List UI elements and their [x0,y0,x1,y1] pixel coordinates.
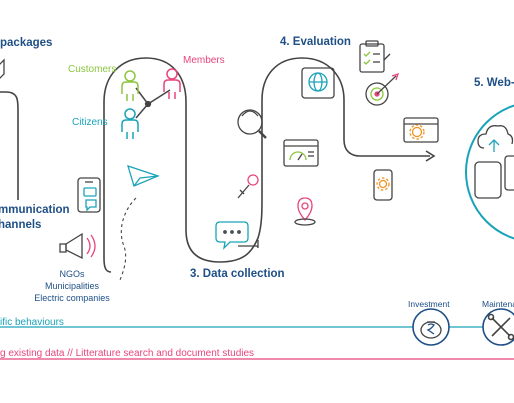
user-search-icon [237,109,267,139]
actor-citizens-label: Citizens [72,117,108,128]
web-circle [465,104,514,240]
actor-customers-label: Customers [68,64,117,75]
stage-communication-label: mmunication hannels [0,204,70,231]
process-path-main [103,57,430,273]
megaphone-icon [59,232,96,260]
tools-icon [482,308,514,346]
clipboard-checklist-icon [359,40,391,73]
target-arrow-icon [365,72,400,106]
stage-web-label: 5. Web- [474,77,514,89]
package-icon [0,58,5,79]
maintenance-label: Maintenan [482,299,514,309]
process-path [0,91,19,200]
microphone-icon [237,174,259,199]
browser-analytics-icon [283,139,319,167]
stakeholder-ngos: NGOs [59,269,85,279]
smartphone-chat-icon [77,177,101,213]
existing-data-bar-label: g existing data // Litterature search an… [0,348,255,359]
stage-packages-label: packages [0,37,53,49]
piggy-bank-icon [412,308,450,346]
behaviours-bar-label: ific behaviours [0,317,64,328]
arrow-head [425,150,436,162]
cloud-upload-icon [477,125,514,152]
mobile-device-icon [474,155,514,199]
stakeholder-municipalities: Municipalities [44,281,100,291]
actor-members-label: Members [183,55,225,66]
browser-gear-icon [403,117,439,143]
globe-screen-icon [301,67,335,99]
stage-data-collection-label: 3. Data collection [190,268,285,280]
stakeholder-electric-companies: Electric companies [34,293,110,303]
stage-evaluation-label: 4. Evaluation [280,36,351,48]
people-network-icon [121,68,181,139]
location-pin-icon [294,197,316,226]
phone-gear-icon [373,169,393,201]
chat-bubble-icon [215,221,259,250]
paper-plane-icon [127,164,160,187]
investment-label: Investment [408,299,450,309]
plane-trail [119,197,137,281]
